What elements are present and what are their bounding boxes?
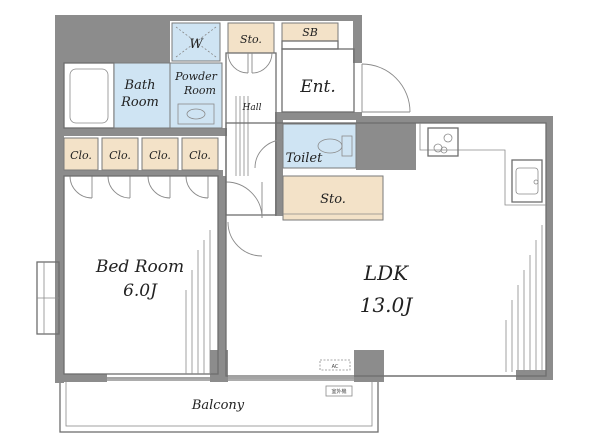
- top-storage: [227, 22, 339, 54]
- bath-room: [63, 62, 171, 129]
- bath-label-1: Bath: [124, 78, 156, 93]
- clo-3-label: Clo.: [149, 149, 171, 162]
- balcony-label: Balcony: [191, 398, 245, 413]
- outer-walls: [55, 15, 553, 383]
- toilet-label: Toilet: [286, 151, 323, 166]
- powder-label-1: Powder: [174, 70, 218, 83]
- entrance: [281, 48, 411, 113]
- powder-room: [169, 62, 223, 129]
- clo-2-label: Clo.: [109, 149, 131, 162]
- ldk: [225, 122, 547, 397]
- closet-row: [63, 137, 219, 199]
- ac-label: AC: [332, 364, 339, 370]
- sto-mid-label: Sto.: [320, 192, 346, 207]
- outdoor-unit-label: 室外機: [331, 388, 346, 395]
- powder-label-2: Room: [183, 84, 216, 97]
- bedroom-size-label: 6.0J: [123, 281, 158, 301]
- washing-machine-space: [171, 22, 221, 62]
- toilet-room: [254, 123, 357, 169]
- bath-label-2: Room: [120, 95, 159, 110]
- hall: [225, 52, 277, 257]
- wash-label: W: [189, 37, 204, 52]
- bedroom: [63, 175, 219, 379]
- bedroom-name-label: Bed Room: [95, 257, 184, 277]
- clo-1-label: Clo.: [70, 149, 92, 162]
- ldk-size-label: 13.0J: [360, 293, 414, 317]
- clo-4-label: Clo.: [189, 149, 211, 162]
- ldk-name-label: LDK: [363, 261, 409, 285]
- sb-label: SB: [302, 26, 318, 39]
- ent-label: Ent.: [299, 77, 336, 97]
- middle-storage: [282, 175, 384, 221]
- left-window: [36, 261, 60, 335]
- sto-top-label: Sto.: [240, 33, 262, 46]
- hall-label: Hall: [242, 103, 262, 113]
